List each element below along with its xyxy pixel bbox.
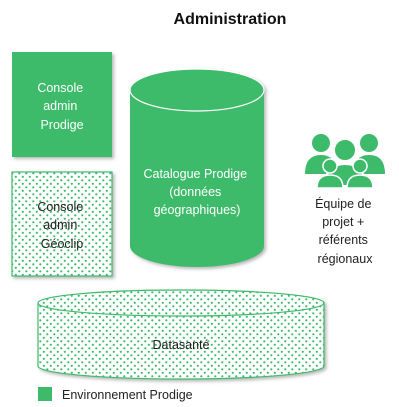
console-admin-prodige-box: Console admin Prodige [12,52,112,157]
diagram-title: Administration [174,11,287,28]
datasante-label: Datasanté [153,338,210,352]
catalogue-prodige-cylinder [129,68,265,267]
console-admin-geoclip-box: Console admin Géoclip [11,171,113,277]
datasante-cylinder [37,289,325,380]
team-label: Équipe de projet + référents régionaux [315,196,375,266]
legend-swatch [38,387,52,401]
legend-label: Environnement Prodige [62,388,193,402]
catalogue-label: Catalogue Prodige (données géographiques… [143,167,250,217]
console-prodige-label: Console admin Prodige [37,81,86,132]
legend: Environnement Prodige [38,387,193,402]
console-geoclip-label: Console admin Géoclip [37,200,86,251]
group-people-icon [305,134,385,189]
